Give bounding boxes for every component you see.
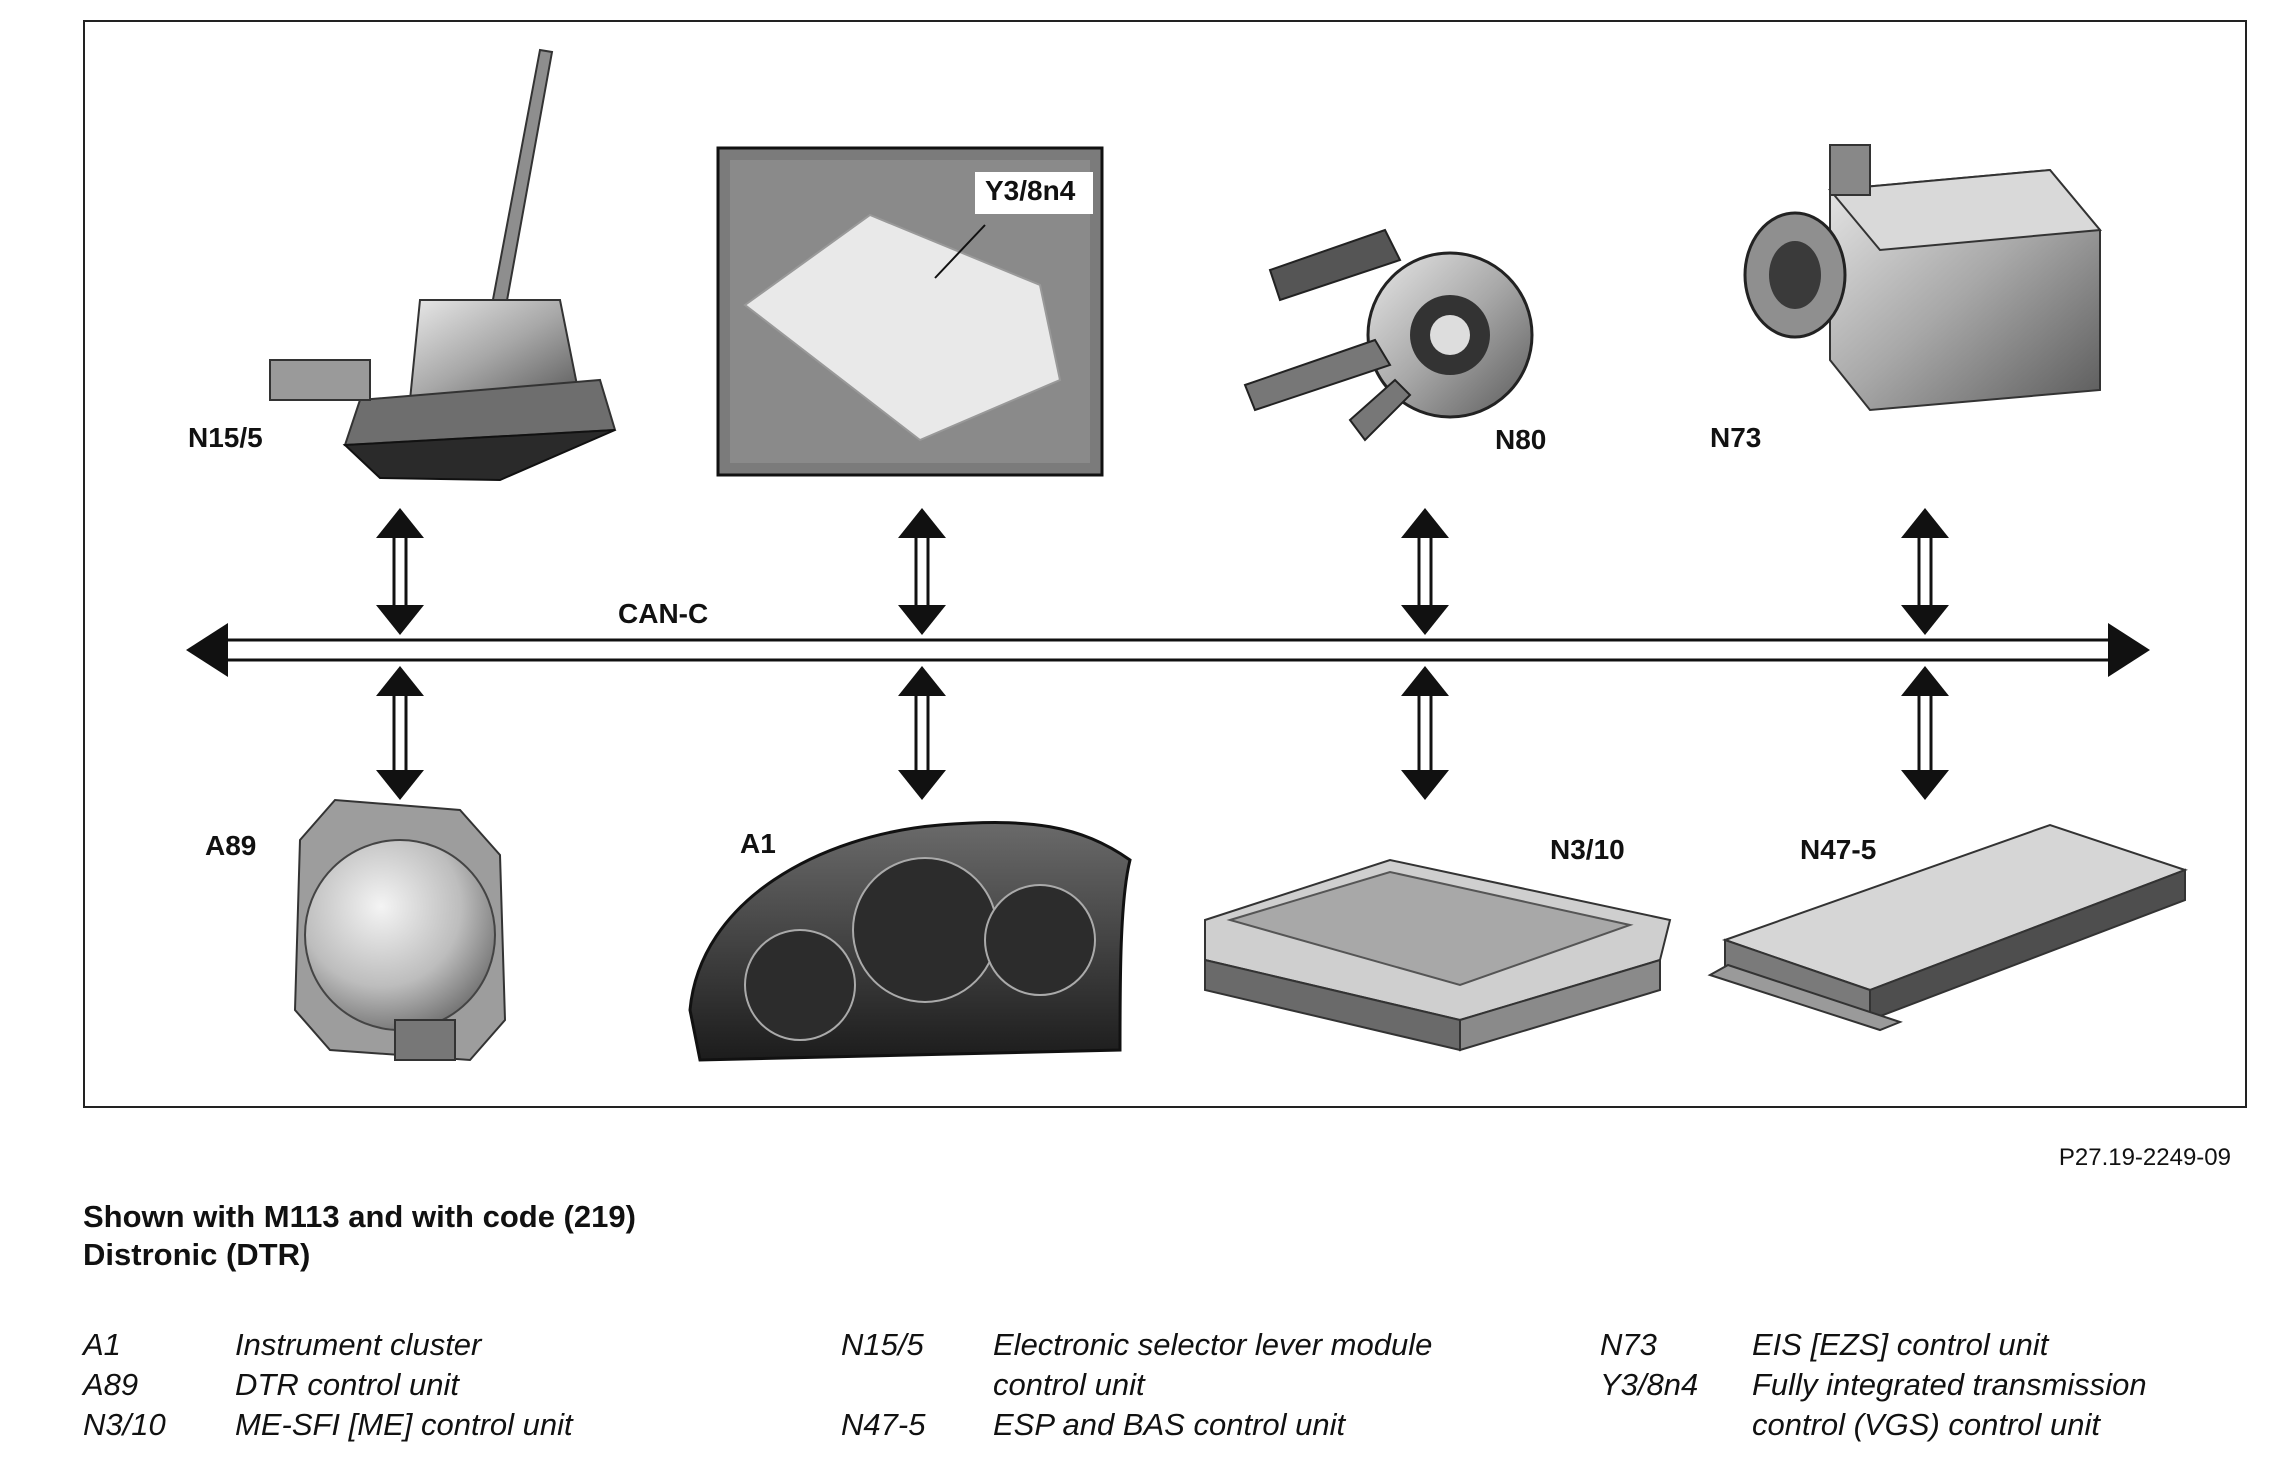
- steering-column-module-image: [1243, 228, 1534, 442]
- esp-control-unit-image: [1707, 823, 2188, 1032]
- eis-control-unit-image: [1743, 144, 2102, 412]
- transmission-control-image: [716, 146, 1104, 477]
- legend-code: Y3/8n4: [1600, 1367, 1699, 1402]
- upper-connector-arrow-1: [376, 508, 424, 635]
- bus-connectors: [376, 508, 1949, 800]
- legend-row: A1 Instrument cluster: [83, 1325, 573, 1365]
- legend-code: N15/5: [841, 1327, 924, 1362]
- label-n47-5: N47-5: [1800, 834, 1877, 865]
- legend-code: A89: [83, 1367, 139, 1402]
- legend-row: A89 DTR control unit: [83, 1365, 573, 1405]
- legend-desc: ESP and BAS control unit: [993, 1407, 1346, 1442]
- label-n15-5: N15/5: [188, 422, 263, 453]
- legend-row: control unit: [841, 1365, 1432, 1405]
- can-c-bus: [186, 623, 2150, 677]
- selector-lever-module-image: [269, 48, 617, 482]
- legend-row: control (VGS) control unit: [1600, 1405, 2147, 1445]
- label-y3-8n4: Y3/8n4: [985, 175, 1076, 206]
- figure-id: P27.19-2249-09: [2058, 1144, 2231, 1171]
- bus-left-arrowhead: [186, 623, 228, 677]
- caption-line-2: Distronic (DTR): [83, 1237, 311, 1272]
- legend-desc: DTR control unit: [235, 1367, 459, 1402]
- legend-desc: ME-SFI [ME] control unit: [235, 1407, 573, 1442]
- label-n3-10: N3/10: [1550, 834, 1625, 865]
- label-a1: A1: [740, 828, 776, 859]
- legend-column-1: A1 Instrument cluster A89 DTR control unit…: [83, 1325, 573, 1445]
- legend-column-3: N73 EIS [EZS] control unit Y3/8n4 Fully in…: [1600, 1325, 2147, 1445]
- lower-connector-arrow-2: [898, 666, 946, 800]
- legend-code: N47-5: [841, 1407, 926, 1442]
- legend-row: Y3/8n4 Fully integrated transmission: [1600, 1365, 2147, 1405]
- lower-connector-arrow-4: [1901, 666, 1949, 800]
- instrument-cluster-image: [688, 821, 1132, 1062]
- upper-connector-arrow-4: [1901, 508, 1949, 635]
- label-can-c: CAN-C: [618, 598, 709, 629]
- label-n80: N80: [1495, 424, 1547, 455]
- legend-row: N47-5 ESP and BAS control unit: [841, 1405, 1432, 1445]
- diagram-frame: [83, 20, 2247, 1108]
- legend-desc: Electronic selector lever module: [993, 1327, 1433, 1362]
- label-n73: N73: [1710, 422, 1762, 453]
- legend-row: N73 EIS [EZS] control unit: [1600, 1325, 2147, 1365]
- label-a89: A89: [205, 830, 257, 861]
- legend-desc: Instrument cluster: [235, 1327, 482, 1362]
- bus-right-arrowhead: [2108, 623, 2150, 677]
- legend-desc: EIS [EZS] control unit: [1752, 1327, 2049, 1362]
- legend-desc-continued: control (VGS) control unit: [1752, 1407, 2101, 1442]
- lower-connector-arrow-3: [1401, 666, 1449, 800]
- legend-code: A1: [83, 1327, 121, 1362]
- legend-code: N3/10: [83, 1407, 166, 1442]
- legend-row: N15/5 Electronic selector lever module: [841, 1325, 1432, 1365]
- lower-connector-arrow-1: [376, 666, 424, 800]
- legend-desc-continued: control unit: [993, 1367, 1145, 1402]
- upper-connector-arrow-2: [898, 508, 946, 635]
- dtr-control-unit-image: [293, 798, 507, 1062]
- caption: Shown with M113 and with code (219) Dist…: [83, 1198, 636, 1274]
- legend-desc: Fully integrated transmission: [1752, 1367, 2147, 1402]
- legend-row: N3/10 ME-SFI [ME] control unit: [83, 1405, 573, 1445]
- me-sfi-control-unit-image: [1204, 858, 1672, 1052]
- legend-code: N73: [1600, 1327, 1657, 1362]
- caption-line-1: Shown with M113 and with code (219): [83, 1199, 636, 1234]
- upper-connector-arrow-3: [1401, 508, 1449, 635]
- legend-column-2: N15/5 Electronic selector lever module co…: [841, 1325, 1432, 1445]
